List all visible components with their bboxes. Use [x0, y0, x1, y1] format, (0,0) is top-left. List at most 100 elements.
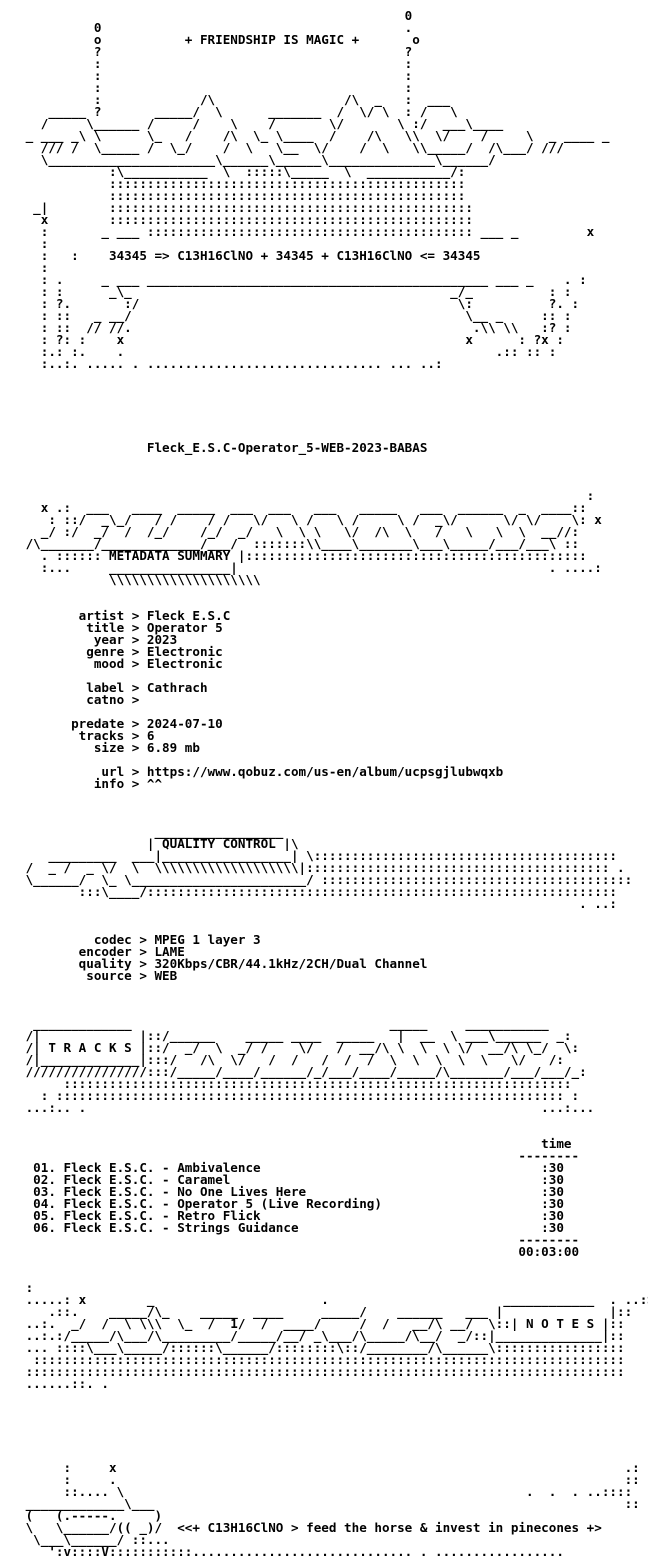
nfo-line: \___\______/ ::... — [18, 1532, 170, 1547]
nfo-line: _ ___ _\ \ \_ / /\ \_ \____ / /\ \\ \/ /… — [18, 128, 610, 143]
nfo-line: _____________\___ :: — [18, 1496, 640, 1511]
nfo-line: 0 — [18, 8, 413, 23]
nfo-line: size > 6.89 mb — [18, 740, 200, 755]
nfo-line: ////////////////:::/_____/____/______/_/… — [18, 1064, 587, 1079]
nfo-line: -------- — [18, 1232, 580, 1247]
nfo-line: _/ :/ _/ / /_/ /_/ _/ \ \ \ \/ /\ \ / \ … — [18, 524, 580, 539]
nfo-line: o + FRIENDSHIP IS MAGIC + o — [18, 32, 420, 47]
nfo-line: :... ________________| . ....: — [18, 560, 602, 575]
nfo-line — [18, 394, 648, 406]
nfo-line: : ::::::::::::::::::::::::::::::::::::::… — [18, 1088, 580, 1103]
nfo-line: : ?. :/ \: ?. : — [18, 296, 580, 311]
nfo-line — [18, 1402, 648, 1414]
nfo-line: codec > MPEG 1 layer 3 — [18, 932, 261, 947]
nfo-line: \\\\\\\\\\\\\\\\\\\\ — [18, 572, 261, 587]
nfo-line: 01. Fleck E.S.C. - Ambivalence :30 — [18, 1160, 564, 1175]
nfo-line: 0 . — [18, 20, 413, 35]
nfo-line: ......::. . — [18, 1376, 109, 1391]
nfo-line: ..:.:/_____/\___/\_________/_____/__/ _\… — [18, 1328, 625, 1343]
nfo-line: . :::::: METADATA SUMMARY |:::::::::::::… — [18, 548, 587, 563]
nfo-line: : — [18, 488, 595, 503]
nfo-line: . ..: — [18, 896, 617, 911]
nfo-line — [18, 466, 648, 478]
nfo-line: _________ ___|_________________| \::::::… — [18, 848, 617, 863]
nfo-line: info > ^^ — [18, 776, 163, 791]
nfo-line — [18, 418, 648, 430]
nfo-line: : — [18, 260, 49, 275]
nfo-line: x ::::::::::::::::::::::::::::::::::::::… — [18, 212, 473, 227]
nfo-line: : : — [18, 56, 413, 71]
nfo-line: label > Cathrach — [18, 680, 208, 695]
nfo-line: : : — [18, 68, 413, 83]
nfo-line — [18, 802, 648, 814]
nfo-line: ':v::::V:::::::::::.....................… — [18, 1544, 564, 1559]
nfo-line: -------- — [18, 1148, 580, 1163]
nfo-line: ::::::::::::::::::::::::::::::::::::::::… — [18, 188, 466, 203]
nfo-line: /// / \_____ / \_/ / \ \__ \/ / \ \\____… — [18, 140, 564, 155]
nfo-line: / \______ / / \ / \/ \ :/ ___\____ — [18, 116, 504, 131]
nfo-line: : — [18, 236, 49, 251]
nfo-line — [18, 454, 648, 466]
nfo-line: : . _ ___ ______________________________… — [18, 272, 587, 287]
nfo-line: source > WEB — [18, 968, 178, 983]
nfo-line: ::::::::::::::::::::::::::::::::::::::::… — [18, 176, 466, 191]
nfo-line: .::. _____/\_ _____ ____ _____/ ______ _… — [18, 1304, 633, 1319]
nfo-line: time — [18, 1136, 572, 1151]
nfo-line: /|_____________|:::/ /\ \/ / / / / / \ \… — [18, 1052, 564, 1067]
nfo-line: 05. Fleck E.S.C. - Retro Flick :30 — [18, 1208, 564, 1223]
nfo-line: \______________________\______\______\__… — [18, 152, 496, 167]
nfo-line: catno > — [18, 692, 140, 707]
nfo-line: / _ / _ \/ \ \\\\\\\\\\\\\\\\\\\|:::::::… — [18, 860, 625, 875]
nfo-line — [18, 382, 648, 394]
nfo-line — [18, 982, 648, 994]
nfo-line: ::::::::::::::::::::::::::::::::::::::::… — [18, 1076, 572, 1091]
nfo-line: :.: :. . .:: :: : — [18, 344, 557, 359]
nfo-line: : . :: — [18, 1472, 640, 1487]
nfo-line: 04. Fleck E.S.C. - Operator 5 (Live Reco… — [18, 1196, 564, 1211]
nfo-line: :\___________ \ :::::\_____ \ __________… — [18, 164, 466, 179]
nfo-line — [18, 1114, 648, 1126]
nfo-line: url > https://www.qobuz.com/us-en/album/… — [18, 764, 504, 779]
nfo-line: ::.... \ . . . ..:::: — [18, 1484, 633, 1499]
nfo-line: tracks > 6 — [18, 728, 155, 743]
nfo-line: : — [18, 1280, 34, 1295]
nfo-line — [18, 994, 648, 1006]
nfo-line: ...:.. . ...:... — [18, 1100, 595, 1115]
nfo-line: genre > Electronic — [18, 644, 223, 659]
nfo-line: ( (.-----. ) — [18, 1508, 163, 1523]
nfo-line: : ?: : x x : ?x : — [18, 332, 564, 347]
nfo-line: ::::::::::::::::::::::::::::::::::::::::… — [18, 1364, 625, 1379]
nfo-line — [18, 406, 648, 418]
nfo-line: \ \______/(( _)/ <<+ C13H16ClNO > feed t… — [18, 1520, 602, 1535]
nfo-line: encoder > LAME — [18, 944, 185, 959]
nfo-line: \______/ \_ \_______________________/ ::… — [18, 872, 633, 887]
nfo-line — [18, 1258, 648, 1270]
nfo-line: ... ::::\___\_____/::::::\______/:::::::… — [18, 1340, 625, 1355]
nfo-line: _________________ — [18, 824, 284, 839]
nfo-line: 06. Fleck E.S.C. - Strings Guidance :30 — [18, 1220, 564, 1235]
nfo-line — [18, 586, 648, 598]
nfo-line: _____________ _____ ___________ — [18, 1016, 549, 1031]
nfo-line: : :: _ __/ \__ _ :: : — [18, 308, 572, 323]
nfo-line: : /\ /\ _ : ___ — [18, 92, 451, 107]
nfo-line — [18, 370, 648, 382]
nfo-line: ? ? — [18, 44, 413, 59]
nfo-line — [18, 910, 648, 922]
nfo-line — [18, 1390, 648, 1402]
nfo-line — [18, 1426, 648, 1438]
nfo-line: 00:03:00 — [18, 1244, 580, 1259]
nfo-line: : : _\_ _/_ : : — [18, 284, 572, 299]
nfo-line: year > 2023 — [18, 632, 178, 647]
nfo-line: quality > 320Kbps/CBR/44.1kHz/2CH/Dual C… — [18, 956, 428, 971]
nfo-line: /\_______/_____________/___/ :::::::\\__… — [18, 536, 580, 551]
nfo-line: | QUALITY CONTROL |\ — [18, 836, 299, 851]
nfo-line: : ::/ _\_/ / / / / \/ \ / \ / \ / _\/ \/… — [18, 512, 602, 527]
nfo-line: /| |::/______ _____ ____ _____ | __ \ __… — [18, 1028, 572, 1043]
nfo-line: Fleck_E.S.C-Operator_5-WEB-2023-BABAS — [18, 440, 428, 455]
nfo-line — [18, 1414, 648, 1426]
nfo-line: x .: ___ ____ _____ ___ ___ ___ _____ __… — [18, 500, 587, 515]
nfo-line: /| T R A C K S |::/ _/ \ _/ / \/ / __/\ … — [18, 1040, 580, 1055]
nfo-line: 02. Fleck E.S.C. - Caramel :30 — [18, 1172, 564, 1187]
nfo-line — [18, 790, 648, 802]
